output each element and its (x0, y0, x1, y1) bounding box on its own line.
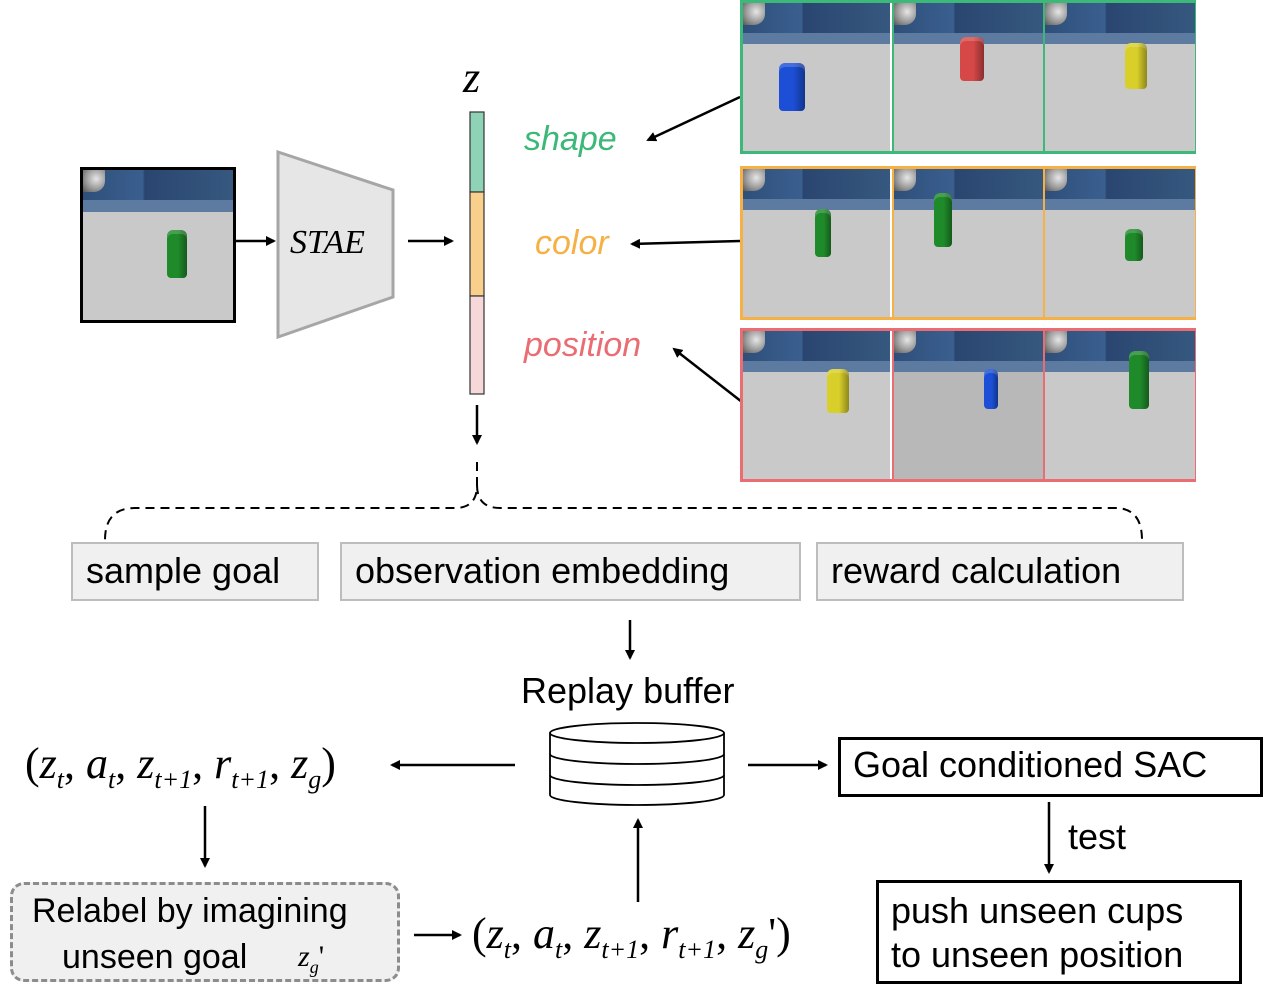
sample-goal-label: sample goal (86, 550, 281, 591)
relabeled-transition-tuple: (zt, at, zt+1, rt+1, zg') (472, 909, 791, 964)
encoder-label: STAE (290, 224, 365, 261)
replay-buffer-label: Replay buffer (521, 670, 735, 711)
color-example-image (1043, 169, 1195, 317)
observation-embedding-label: observation embedding (355, 550, 730, 591)
shape-example-image (892, 3, 1043, 151)
encoder-trapezoid (276, 149, 395, 340)
factor-label-shape: shape (524, 120, 617, 158)
dashed-brace (104, 462, 478, 541)
relabel-line-2: unseen goal (62, 938, 248, 976)
test-label: test (1068, 816, 1127, 857)
shape-example-image (1043, 3, 1195, 151)
color-example-image (892, 169, 1043, 317)
sample-goal-box (71, 542, 319, 601)
latent-segment-color (469, 191, 485, 297)
shape-example-image (743, 3, 890, 151)
replay-buffer-icon (549, 722, 725, 806)
reward-calculation-label: reward calculation (831, 550, 1122, 591)
goal-conditioned-sac-box (838, 737, 1263, 797)
latent-segment-position (469, 295, 485, 395)
outcome-box (876, 880, 1242, 984)
arrow-shape-row (646, 95, 741, 142)
position-example-image (1043, 331, 1195, 479)
transition-tuple: (zt, at, zt+1, rt+1, zg) (25, 739, 336, 794)
arrow-position-row (672, 347, 743, 403)
relabel-line-1: Relabel by imagining (32, 892, 348, 930)
factor-label-position: position (524, 326, 642, 364)
factor-label-color: color (535, 224, 609, 262)
reward-calculation-box (816, 542, 1184, 601)
color-example-image (743, 169, 890, 317)
input-observation-image (80, 167, 236, 323)
latent-label: z (463, 53, 481, 102)
position-example-image (892, 331, 1043, 479)
position-example-image (743, 331, 890, 479)
observation-embedding-box (340, 542, 801, 601)
arrow-color-row (630, 238, 741, 249)
outcome-line-2: to unseen position (891, 934, 1184, 975)
latent-segment-shape (469, 111, 485, 193)
relabel-box (10, 882, 400, 982)
imagined-goal-symbol: zg' (298, 940, 325, 977)
sac-label: Goal conditioned SAC (853, 744, 1208, 785)
outcome-line-1: push unseen cups (891, 890, 1184, 931)
